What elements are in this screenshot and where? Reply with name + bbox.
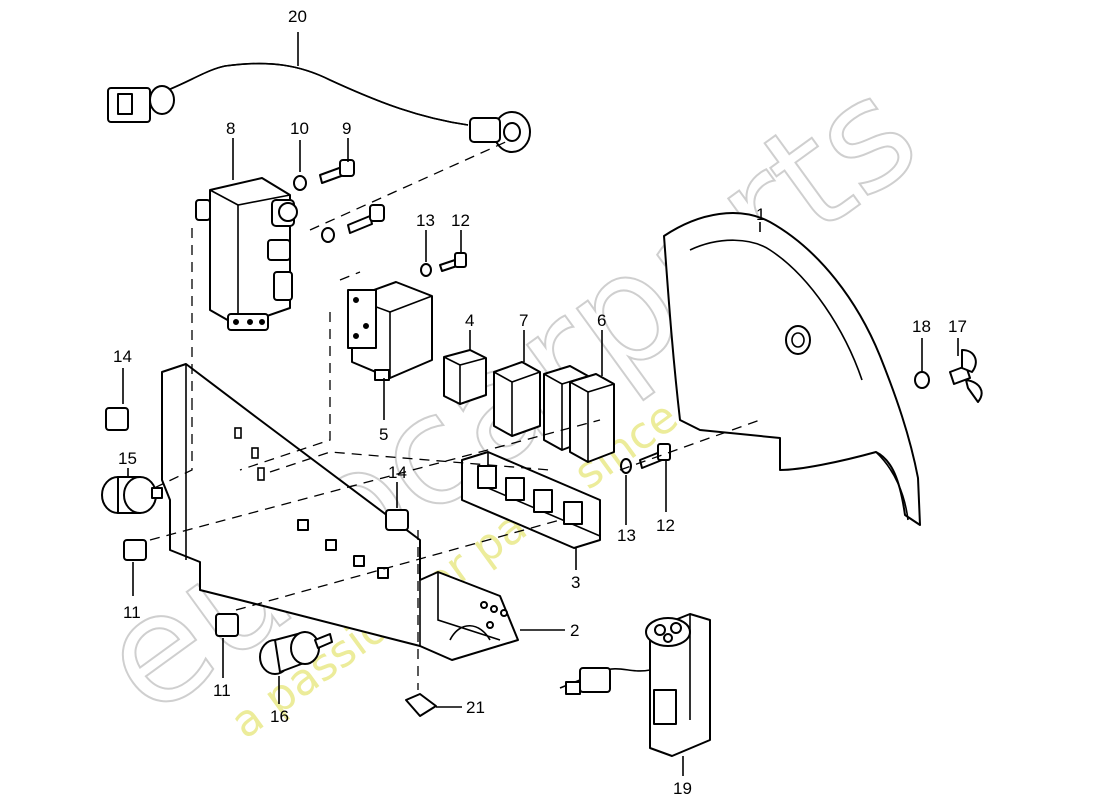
callout-1: 1: [756, 205, 765, 224]
callout-19: 19: [673, 779, 692, 798]
callout-8: 8: [226, 119, 235, 138]
callout-13-lower: 13: [617, 526, 636, 545]
callout-2: 2: [570, 621, 579, 640]
screw-washer-set-lower: [620, 443, 671, 474]
relay-group: [443, 349, 615, 463]
callout-7: 7: [519, 311, 528, 330]
screw-washer-set-mid: [420, 252, 467, 277]
relay-socket-part: [461, 451, 601, 549]
callout-13-upper: 13: [416, 211, 435, 230]
callout-10: 10: [290, 119, 309, 138]
relay-bracket-part: [347, 281, 433, 381]
wing-nut-set: [914, 349, 983, 403]
clip-nuts: [105, 407, 437, 717]
cover-panel-part: [663, 212, 921, 526]
control-unit-part: [195, 177, 298, 331]
callout-11-upper: 11: [123, 603, 141, 622]
leader-lines: [122, 32, 959, 776]
knurled-nut-lower: [259, 631, 333, 675]
callout-17: 17: [948, 317, 967, 336]
callout-labels: 20 8 10 9 13 12 1 4 7 6 18 17 14 5 15 14…: [113, 7, 967, 798]
callout-9: 9: [342, 119, 351, 138]
callout-14-left: 14: [113, 347, 132, 366]
callout-20: 20: [288, 7, 307, 26]
callout-18: 18: [912, 317, 931, 336]
callout-4: 4: [465, 311, 474, 330]
cable-harness-part: [107, 62, 531, 153]
callout-15: 15: [118, 449, 137, 468]
callout-11-lower: 11: [213, 681, 231, 700]
callout-14-mid: 14: [388, 463, 407, 482]
plug-component-part: [559, 613, 711, 757]
knurled-nut-upper: [101, 476, 163, 514]
callout-5: 5: [379, 425, 388, 444]
callout-3: 3: [571, 573, 580, 592]
screw-washer-set-upper: [293, 159, 385, 243]
callout-6: 6: [597, 311, 606, 330]
mounting-bracket-part: [161, 363, 519, 661]
callout-12-upper: 12: [451, 211, 470, 230]
callout-16: 16: [270, 707, 289, 726]
callout-21: 21: [466, 698, 485, 717]
assembly-lines: [149, 139, 761, 690]
callout-12-lower: 12: [656, 516, 675, 535]
